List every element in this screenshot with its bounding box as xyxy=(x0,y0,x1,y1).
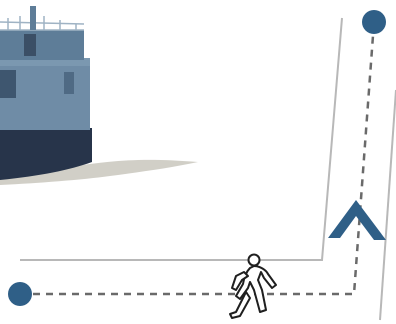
heading-chevron-icon xyxy=(328,200,386,240)
start-marker-icon[interactable] xyxy=(8,282,32,306)
ferry-upper-deck xyxy=(0,30,84,60)
walking-person-icon xyxy=(230,255,276,319)
ferry-window xyxy=(64,72,74,94)
ferry-railing xyxy=(0,16,84,30)
ferry-window xyxy=(0,70,16,98)
ferry-door xyxy=(24,34,36,56)
destination-marker-icon[interactable] xyxy=(362,10,386,34)
street-line-outer xyxy=(380,90,396,320)
ferry-boat-icon xyxy=(0,6,198,185)
ferry-mast xyxy=(30,6,36,30)
